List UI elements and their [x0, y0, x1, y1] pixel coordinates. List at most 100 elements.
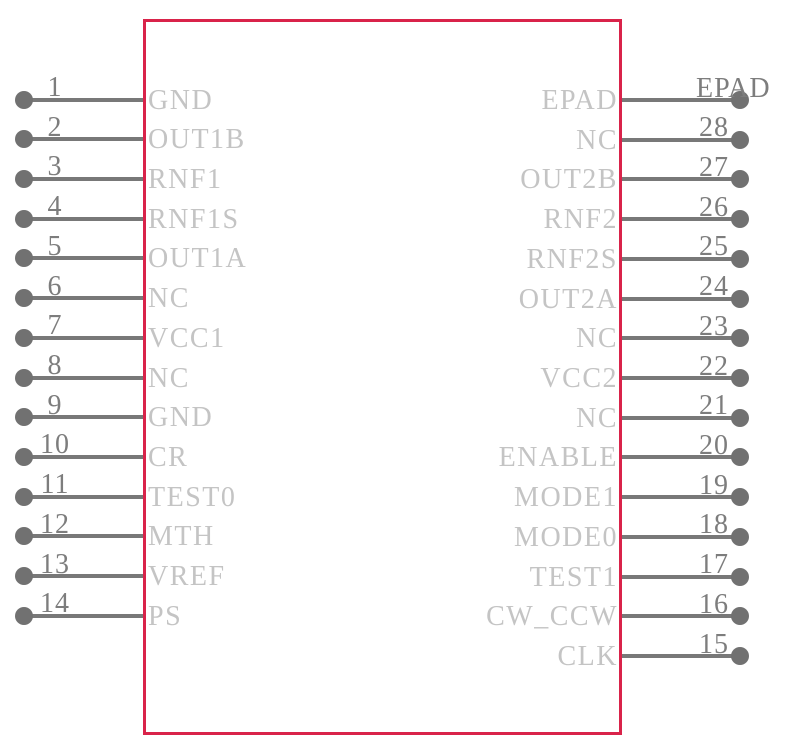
pin-line — [622, 415, 740, 420]
pin-line — [24, 494, 143, 499]
pin-number-label: 27 — [699, 151, 729, 183]
pin-line — [622, 217, 740, 222]
pin-name-label: RNF2 — [543, 204, 618, 236]
pin-connection-dot — [731, 91, 749, 109]
pin-name-label: GND — [148, 402, 214, 434]
pin-connection-dot — [731, 527, 749, 546]
pin-number-label: 8 — [47, 350, 63, 382]
pin-name-label: CR — [148, 441, 189, 473]
pin-line — [622, 256, 740, 261]
pin-connection-dot — [15, 209, 33, 228]
pin-number-label: 20 — [699, 429, 729, 461]
pin-line — [622, 336, 740, 341]
pin-number-label: 5 — [47, 230, 63, 262]
pin-line — [24, 574, 143, 579]
pin-number-label: 6 — [47, 270, 63, 302]
pin-number-label: 13 — [40, 548, 70, 580]
pin-number-label: 28 — [699, 112, 729, 144]
pin-number-label: 22 — [699, 350, 729, 382]
pin-name-label: OUT1A — [148, 243, 248, 275]
pin-line — [622, 654, 740, 659]
pin-line — [24, 97, 143, 102]
pin-connection-dot — [15, 130, 33, 149]
pin-name-label: MODE0 — [514, 521, 618, 553]
pin-number-label: 11 — [40, 469, 70, 501]
pin-number-label: 25 — [699, 231, 729, 263]
pin-name-label: NC — [148, 283, 190, 315]
pin-line — [622, 376, 740, 381]
pin-name-label: VREF — [148, 561, 226, 593]
pin-line — [24, 137, 143, 142]
pin-name-label: MODE1 — [514, 482, 618, 514]
pin-line — [622, 98, 740, 102]
pin-connection-dot — [731, 170, 749, 189]
pin-number-label: 19 — [699, 469, 729, 501]
pin-line — [622, 177, 740, 182]
pin-line — [622, 137, 740, 142]
pin-connection-dot — [731, 488, 749, 507]
pin-connection-dot — [731, 249, 749, 268]
pin-connection-dot — [731, 130, 749, 149]
pin-name-label: NC — [148, 362, 190, 394]
pin-connection-dot — [15, 169, 33, 188]
pin-name-label: EPAD — [541, 85, 618, 116]
pin-number-label: 26 — [699, 191, 729, 223]
pin-line — [24, 454, 143, 459]
pin-name-label: NC — [576, 323, 618, 355]
pin-number-label: 24 — [699, 271, 729, 303]
pin-connection-dot — [15, 447, 33, 466]
pin-number-label: 23 — [699, 310, 729, 342]
pin-connection-dot — [15, 328, 33, 347]
pin-name-label: OUT2B — [520, 164, 618, 196]
pin-line — [24, 256, 143, 261]
pin-connection-dot — [731, 289, 749, 308]
pin-number-label: 3 — [47, 151, 63, 183]
pin-line — [24, 296, 143, 301]
pin-connection-dot — [731, 408, 749, 427]
pin-number-label: 14 — [40, 588, 70, 620]
pin-connection-dot — [731, 607, 749, 626]
pin-line — [622, 455, 740, 460]
pin-number-label: 1 — [47, 72, 63, 103]
pin-name-label: CLK — [557, 641, 618, 673]
pin-name-label: TEST1 — [529, 561, 618, 593]
pin-name-label: RNF1 — [148, 163, 223, 195]
pin-number-label: 15 — [699, 628, 729, 660]
pin-line — [622, 534, 740, 539]
pin-number-label: 7 — [47, 310, 63, 342]
pin-line — [24, 216, 143, 221]
pin-name-label: CW_CCW — [486, 601, 618, 633]
pin-connection-dot — [15, 289, 33, 308]
pin-name-label: MTH — [148, 521, 215, 553]
pin-connection-dot — [15, 567, 33, 586]
symbol-body-outline — [143, 19, 622, 735]
pin-name-label: RNF1S — [148, 203, 240, 235]
pin-name-label: ENABLE — [498, 442, 618, 474]
pin-number-label: 2 — [47, 111, 63, 143]
pin-connection-dot — [15, 487, 33, 506]
pin-number-label: EPAD — [696, 72, 771, 104]
pin-number-label: 16 — [699, 588, 729, 620]
pin-connection-dot — [15, 249, 33, 268]
pin-line — [24, 375, 143, 380]
pin-line — [622, 495, 740, 500]
pin-number-label: 17 — [699, 549, 729, 581]
pin-connection-dot — [15, 527, 33, 546]
pin-name-label: VCC2 — [540, 363, 618, 395]
pin-name-label: OUT2A — [518, 283, 618, 315]
pin-line — [24, 534, 143, 539]
pin-connection-dot — [731, 647, 749, 666]
pin-line — [622, 296, 740, 301]
pin-line — [24, 415, 143, 420]
pin-connection-dot — [731, 369, 749, 388]
pin-line — [622, 574, 740, 579]
pin-name-label: TEST0 — [148, 481, 237, 513]
pin-name-label: PS — [148, 600, 183, 632]
pin-name-label: NC — [576, 402, 618, 434]
pin-number-label: 12 — [40, 508, 70, 540]
pin-number-label: 18 — [699, 509, 729, 541]
pin-connection-dot — [15, 408, 33, 427]
pin-line — [24, 335, 143, 340]
pin-name-label: NC — [576, 124, 618, 156]
